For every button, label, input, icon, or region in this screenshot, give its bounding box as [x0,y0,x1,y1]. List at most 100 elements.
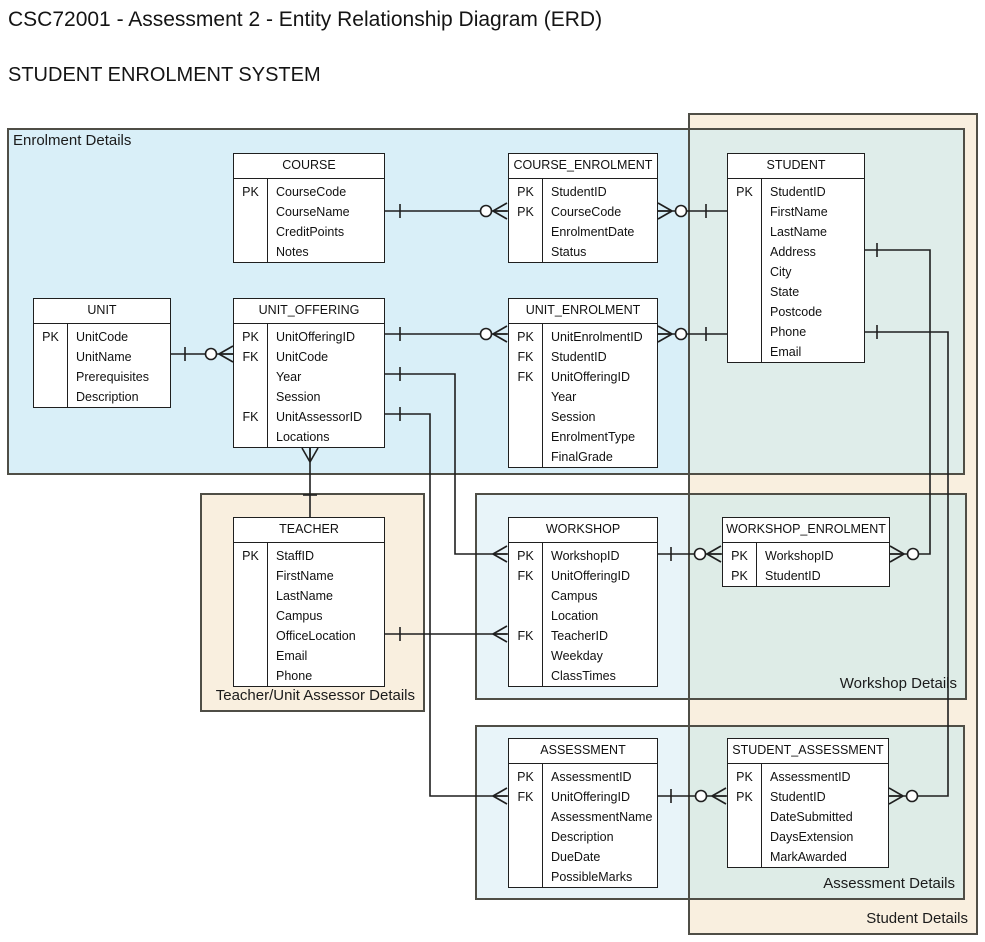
attribute-name: FirstName [276,569,334,583]
attribute-key: FK [517,350,534,364]
attribute-name: UnitAssessorID [276,410,363,424]
attribute-name: CourseName [276,205,350,219]
attribute-key: PK [242,549,259,563]
attribute-key [509,427,542,447]
attribute-key [509,827,542,847]
entity-title: COURSE [234,154,384,179]
attribute-key [234,202,267,222]
attribute-name: WorkshopID [551,549,620,563]
region-label-assessment-details: Assessment Details [823,875,955,892]
attribute-key: PK [736,770,753,784]
attribute-name: FirstName [770,205,828,219]
attribute-name: Prerequisites [76,370,149,384]
attribute-key [509,606,542,626]
attribute-key: FK [517,790,534,804]
relationship-unit_offering-workshop[interactable] [385,373,508,555]
attribute-name: WorkshopID [765,549,834,563]
attribute-key [509,847,542,867]
attribute-name: DueDate [551,850,601,864]
attribute-name: Campus [276,609,323,623]
attribute-key [234,666,267,686]
attribute-name: LastName [276,589,333,603]
attribute-key [234,387,267,407]
attribute-name: Notes [276,245,309,259]
attribute-name: CourseCode [276,185,347,199]
attribute-name: DaysExtension [770,830,854,844]
attribute-key [728,282,761,302]
region-workshop-details[interactable] [475,493,967,700]
attribute-name: AssessmentID [770,770,851,784]
relationship-unit_offering-assessment[interactable] [385,413,508,797]
attribute-key [728,342,761,362]
region-assessment-details[interactable] [475,725,965,900]
attribute-name: AssessmentID [551,770,632,784]
attribute-name: UnitEnrolmentID [551,330,643,344]
attribute-name: Year [276,370,302,384]
attribute-key [509,447,542,467]
attribute-name: Email [770,345,802,359]
attribute-key [234,427,267,447]
entity-title: ASSESSMENT [509,739,657,764]
attribute-key: FK [242,350,259,364]
attribute-key [234,566,267,586]
region-student-details[interactable] [688,113,978,935]
region-label-enrolment-details: Enrolment Details [13,132,132,149]
region-teacher-unit-assessor-details[interactable] [200,493,425,712]
entity-title: STUDENT_ASSESSMENT [728,739,888,764]
attribute-name: UnitCode [76,330,129,344]
attribute-name: DateSubmitted [770,810,853,824]
attribute-name: UnitOfferingID [551,370,630,384]
attribute-key [34,367,67,387]
attribute-name: EnrolmentType [551,430,636,444]
attribute-name: Description [551,830,614,844]
key-column: PK [728,179,762,362]
relationship-student-student_assessment[interactable] [865,331,949,797]
entity-title: WORKSHOP_ENROLMENT [723,518,889,543]
attribute-name: CourseCode [551,205,622,219]
attribute-name: EnrolmentDate [551,225,635,239]
attribute-name: Description [76,390,139,404]
region-label-teacher-unit-assessor-details: Teacher/Unit Assessor Details [215,687,415,704]
attribute-key: PK [736,790,753,804]
attribute-key [34,387,67,407]
attribute-name: MarkAwarded [770,850,847,864]
attribute-name: UnitOfferingID [551,790,630,804]
attribute-key [728,847,761,867]
attribute-key [728,202,761,222]
attribute-key: FK [517,569,534,583]
attribute-name: UnitCode [276,350,329,364]
region-label-workshop-details: Workshop Details [839,675,957,692]
attribute-key [728,242,761,262]
attribute-name: AssessmentName [551,810,653,824]
attribute-key [509,807,542,827]
region-enrolment-details[interactable] [7,128,965,475]
attribute-name: Year [551,390,577,404]
